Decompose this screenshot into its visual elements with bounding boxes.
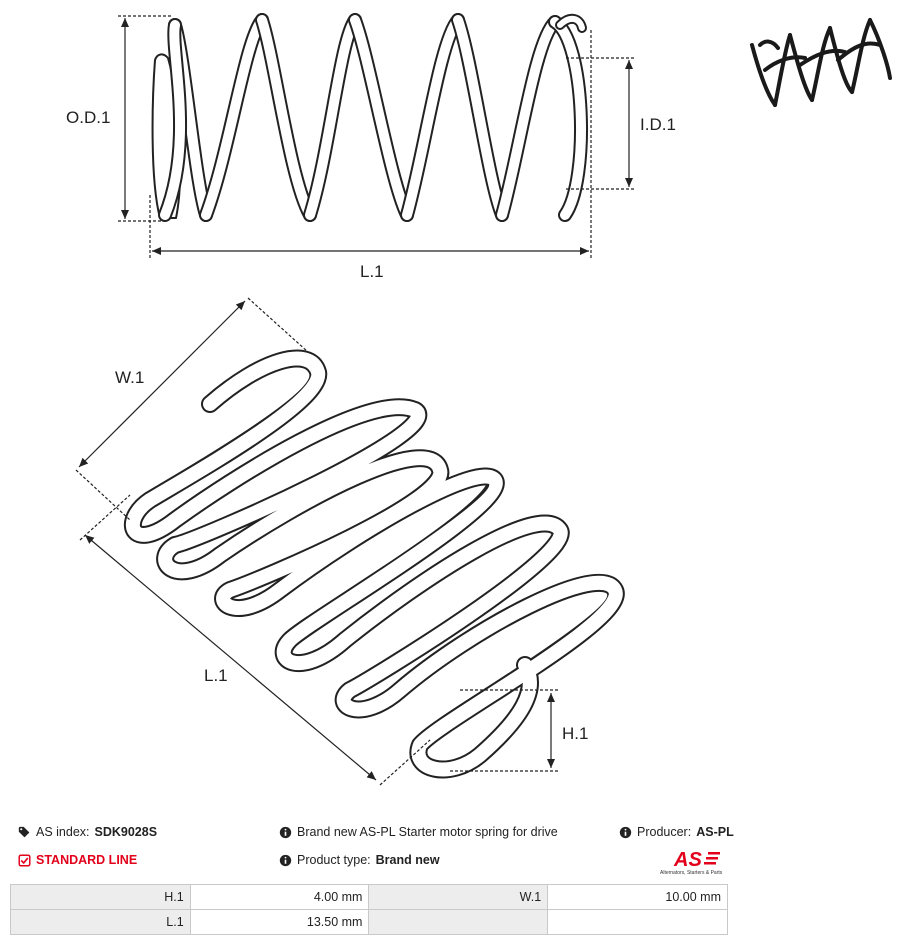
spec-value: 4.00 mm [189, 884, 370, 910]
spring-side-view [151, 13, 588, 222]
spec-value: 13.50 mm [189, 909, 370, 935]
info-circle-icon [619, 826, 632, 838]
spec-label: W.1 [368, 884, 549, 910]
check-square-icon [18, 853, 31, 867]
logo-brand: AS [673, 849, 702, 871]
description-text: Brand new AS-PL Starter motor spring for… [297, 825, 558, 839]
producer-row: Producer: AS-PL [619, 825, 734, 839]
producer-value: AS-PL [696, 825, 734, 839]
info-circle-icon [279, 854, 292, 866]
product-type-label: Product type: [297, 853, 371, 867]
spec-label: H.1 [10, 884, 191, 910]
side-dimension-lines [118, 15, 636, 258]
info-circle-icon [279, 826, 292, 838]
description-row: Brand new AS-PL Starter motor spring for… [279, 825, 558, 839]
table-row: H.1 4.00 mm W.1 10.00 mm [10, 884, 728, 910]
as-index-label: AS index: [36, 825, 90, 839]
od-label: O.D.1 [66, 108, 110, 127]
specs-table: H.1 4.00 mm W.1 10.00 mm L.1 13.50 mm [10, 884, 728, 935]
technical-drawing: O.D.1 I.D.1 L.1 W.1 L.1 H.1 [66, 13, 892, 786]
spec-label: L.1 [10, 909, 191, 935]
length-side-label: L.1 [360, 262, 384, 281]
product-photo [750, 18, 892, 107]
spec-value: 10.00 mm [547, 884, 728, 910]
tags-icon [18, 826, 30, 837]
product-type-value: Brand new [375, 853, 440, 867]
as-index-value: SDK9028S [94, 825, 158, 839]
product-type-row: Product type: Brand new [279, 853, 440, 867]
table-row: L.1 13.50 mm [10, 909, 728, 935]
width-label: W.1 [115, 368, 144, 387]
standard-line-label: STANDARD LINE [36, 853, 138, 867]
spec-label [368, 909, 549, 935]
as-index-row: AS index: SDK9028S [18, 825, 157, 839]
iso-dimension-lines [75, 297, 558, 786]
length-iso-label: L.1 [204, 666, 228, 685]
standard-line-row: STANDARD LINE [18, 853, 137, 867]
spec-value [547, 909, 728, 935]
logo-tagline: Alternators, Starters & Parts [660, 870, 723, 876]
id-label: I.D.1 [640, 115, 676, 134]
spring-isometric-view [123, 349, 625, 779]
producer-label: Producer: [637, 825, 692, 839]
height-label: H.1 [562, 724, 588, 743]
as-pl-logo: AS Alternators, Starters & Parts [660, 849, 723, 876]
